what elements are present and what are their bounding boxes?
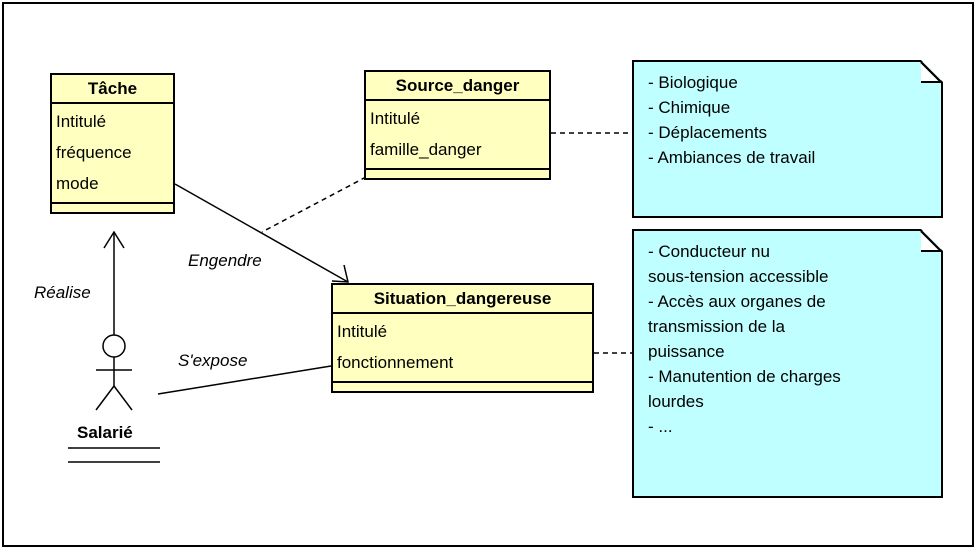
label-realise: Réalise <box>34 283 91 302</box>
attribute: Intitulé <box>370 109 421 128</box>
class-source-danger-name: Source_danger <box>366 72 549 101</box>
engendre-association-line[interactable] <box>174 183 349 283</box>
note-fold-corner-icon <box>919 229 943 253</box>
note-line: - Conducteur nu <box>648 242 770 261</box>
class-situation-dangereuse-operations <box>333 383 592 391</box>
note-line: - Accès aux organes de <box>648 292 826 311</box>
note-line: - ... <box>648 417 673 436</box>
note-line: - Manutention de charges <box>648 367 841 386</box>
note-line: - Biologique <box>648 73 738 92</box>
attribute: fréquence <box>56 143 132 162</box>
attribute: mode <box>56 174 99 193</box>
note-situation-examples[interactable]: - Conducteur nu sous-tension accessible … <box>632 229 943 498</box>
class-source-danger[interactable]: Source_danger Intitulé famille_danger <box>364 70 551 180</box>
note-line: - Déplacements <box>648 123 768 142</box>
note-line: sous-tension accessible <box>648 267 829 286</box>
attribute: fonctionnement <box>337 353 454 372</box>
source-danger-dashed-link[interactable] <box>261 176 367 233</box>
class-situation-dangereuse[interactable]: Situation_dangereuse Intitulé fonctionne… <box>331 283 594 393</box>
class-source-danger-attributes: Intitulé famille_danger <box>366 101 549 170</box>
attribute: famille_danger <box>370 140 482 159</box>
actor-salarie-name: Salarié <box>77 423 133 442</box>
class-tache-attributes: Intitulé fréquence mode <box>52 104 173 204</box>
note-line: transmission de la <box>648 317 786 336</box>
class-tache[interactable]: Tâche Intitulé fréquence mode <box>50 73 175 214</box>
label-engendre: Engendre <box>188 251 262 270</box>
class-source-danger-operations <box>366 170 549 178</box>
sexpose-association-line[interactable] <box>157 365 332 395</box>
class-tache-name: Tâche <box>52 75 173 104</box>
class-situation-dangereuse-name: Situation_dangereuse <box>333 285 592 314</box>
class-tache-operations <box>52 204 173 212</box>
note-line: lourdes <box>648 392 704 411</box>
attribute: Intitulé <box>56 112 107 131</box>
attribute: Intitulé <box>337 322 388 341</box>
note-line: - Chimique <box>648 98 731 117</box>
note-fold-corner-icon <box>919 60 943 84</box>
note-line: - Ambiances de travail <box>648 148 816 167</box>
engendre-arrowhead <box>331 264 349 283</box>
actor-icon[interactable] <box>95 334 133 411</box>
realise-arrowhead <box>103 230 125 249</box>
class-situation-dangereuse-attributes: Intitulé fonctionnement <box>333 314 592 383</box>
note-line: puissance <box>648 342 725 361</box>
note-famille-danger[interactable]: - Biologique - Chimique - Déplacements -… <box>632 60 943 218</box>
label-sexpose: S'expose <box>178 351 248 370</box>
